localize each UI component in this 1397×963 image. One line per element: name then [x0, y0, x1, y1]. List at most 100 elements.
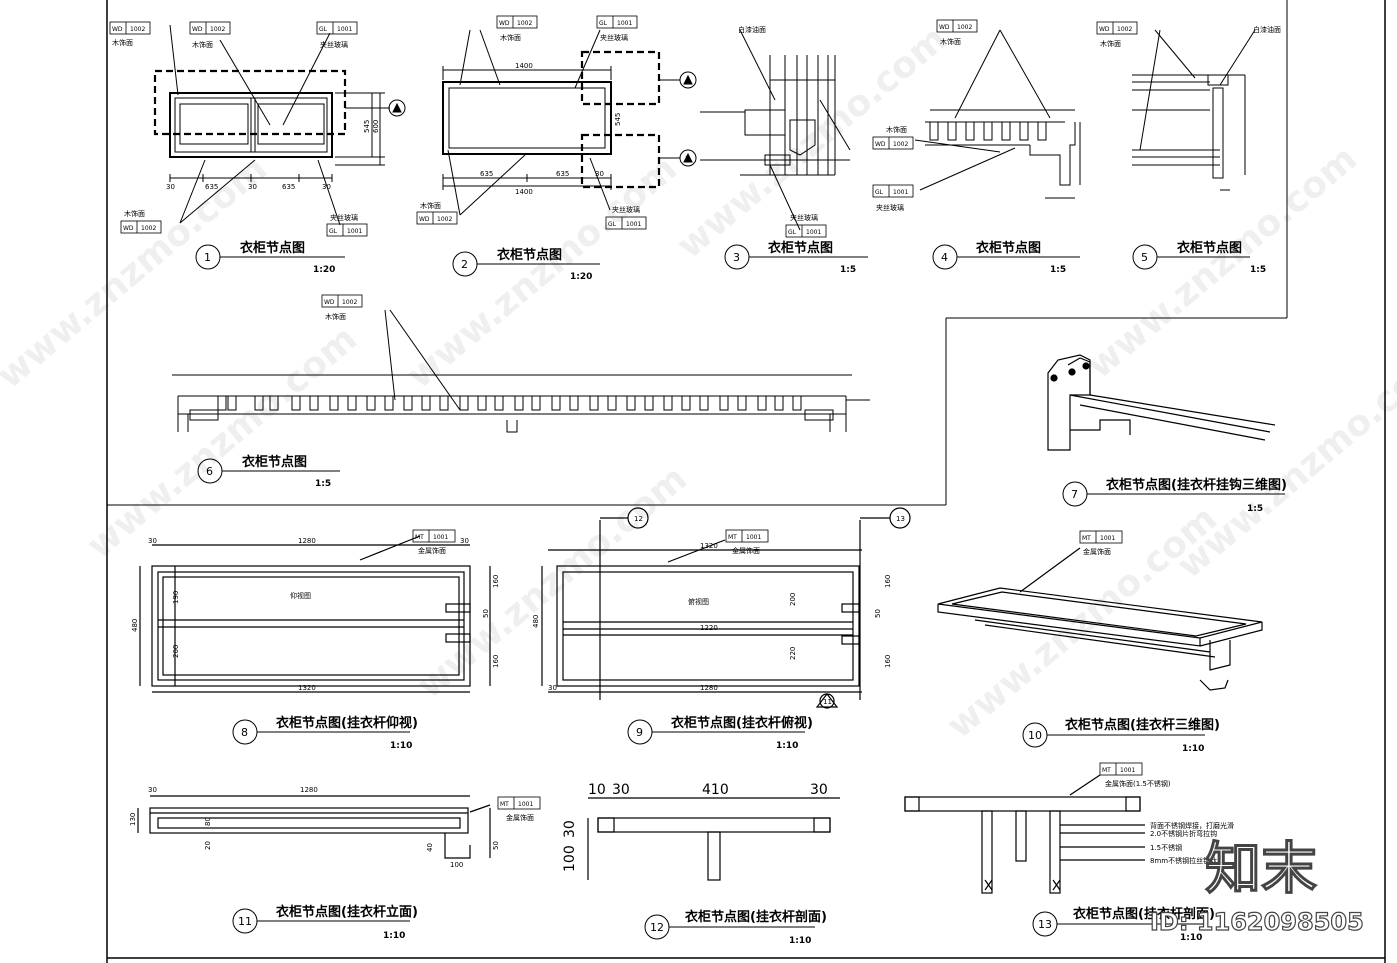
- material-tag-code: MT: [1082, 535, 1091, 542]
- view-number: 1: [204, 251, 211, 264]
- view-4-detail: [914, 29, 1081, 199]
- view-title: 衣柜节点图: [1177, 240, 1242, 256]
- section-ref: 12: [634, 515, 643, 523]
- view-title: 衣柜节点图: [497, 247, 562, 263]
- view-12-labels: 10 30 410 30 30 100: [562, 782, 828, 872]
- view-number: 6: [206, 465, 213, 478]
- material-tag-num: 1002: [893, 141, 908, 148]
- material-tag-code: MT: [415, 534, 424, 541]
- view-number: 2: [461, 258, 468, 271]
- material-tag-num: 1001: [518, 801, 533, 808]
- sheet-frame: [106, 0, 1386, 963]
- dim-text: 30: [148, 537, 157, 545]
- material-label: 夹丝玻璃: [612, 205, 640, 214]
- material-tag-code: WD: [1099, 26, 1110, 33]
- dim-text: 545: [363, 120, 371, 133]
- view-title: 衣柜节点图(挂衣杆仰视): [276, 715, 418, 731]
- dim-text: 200: [172, 645, 180, 658]
- material-tag-code: MT: [500, 801, 509, 808]
- dim-text: 160: [884, 655, 892, 668]
- section-ref: 11: [823, 698, 832, 706]
- material-label: 金属饰面: [418, 546, 446, 555]
- view-5-labels: WD 1002 木饰面 白漆油面: [1096, 21, 1281, 48]
- watermark-site: www.znzmo.com: [399, 148, 684, 397]
- material-tag-code: GL: [329, 228, 338, 235]
- view-title-labels: 1 衣柜节点图 1:20 2 衣柜节点图 1:20 3 衣柜节点图 1:5 4 …: [204, 240, 1287, 946]
- material-tag-code: GL: [319, 26, 328, 33]
- material-tag-num: 1002: [957, 24, 972, 31]
- watermark-site: www.znzmo.com: [1169, 338, 1397, 587]
- view-scale: 1:5: [1247, 504, 1263, 514]
- view-title: 衣柜节点图(挂衣杆立面): [276, 904, 418, 920]
- dim-text: 10: [588, 782, 606, 798]
- dim-text: 220: [789, 647, 797, 660]
- view-13-section: [904, 774, 1145, 894]
- note-text: 2.0不锈钢片折弯拉钩: [1150, 829, 1217, 838]
- view-title: 衣柜节点图: [976, 240, 1041, 256]
- material-label: 白漆油面: [1253, 25, 1281, 34]
- material-label: 木饰面: [124, 209, 145, 218]
- material-tag-code: WD: [112, 26, 123, 33]
- dim-text: 635: [556, 170, 569, 178]
- material-label: 木饰面: [886, 125, 907, 134]
- note-text: 背面不锈钢焊接，打磨光滑: [1150, 821, 1234, 830]
- material-tag-num: 1001: [347, 228, 362, 235]
- view-scale: 1:10: [390, 741, 412, 751]
- material-tag-num: 1001: [337, 26, 352, 33]
- view-5-detail: [1132, 29, 1256, 191]
- view-scale: 1:5: [1050, 265, 1066, 275]
- view-7-3d: [1047, 354, 1276, 451]
- material-label: 夹丝玻璃: [320, 40, 348, 49]
- dim-text: 30: [810, 782, 828, 798]
- view-13-labels: MT 1001 金属饰面(1.5不锈钢) 背面不锈钢焊接，打磨光滑 2.0不锈钢…: [1099, 762, 1234, 865]
- dim-text: 50: [874, 609, 882, 618]
- brand-id-text: ID: 1162098505: [1150, 908, 1364, 936]
- material-tag-num: 1001: [746, 534, 761, 541]
- dim-text: 1280: [700, 684, 718, 692]
- dim-text: 20: [204, 841, 212, 850]
- dim-text: 30: [460, 537, 469, 545]
- view-2-plan: [442, 29, 697, 216]
- view-9-labels: 俯视图 1320 1220 1280 30 480 200 220 160 50…: [532, 515, 905, 706]
- section-ref: 13: [896, 515, 905, 523]
- watermark-layer: www.znzmo.com www.znzmo.com www.znzmo.co…: [0, 18, 1397, 747]
- material-tag-code: WD: [499, 20, 510, 27]
- material-label: 木饰面: [112, 38, 133, 47]
- material-label: 金属饰面(1.5不锈钢): [1105, 779, 1171, 788]
- material-label: 木饰面: [940, 37, 961, 46]
- view-scale: 1:10: [776, 741, 798, 751]
- view-12-section: [587, 797, 840, 881]
- view-10-labels: MT 1001 金属饰面: [1079, 530, 1123, 556]
- material-tag-code: WD: [419, 216, 430, 223]
- watermark-site: www.znzmo.com: [409, 458, 694, 707]
- dim-text: 30: [595, 170, 604, 178]
- material-tag-code: GL: [608, 221, 617, 228]
- view-scale: 1:5: [1250, 265, 1266, 275]
- view-6-labels: WD 1002 木饰面: [321, 294, 363, 321]
- material-tag-code: WD: [939, 24, 950, 31]
- material-label: 夹丝玻璃: [600, 33, 628, 42]
- view-1-labels: WD 1002 木饰面 WD 1002 木饰面 GL 1001 夹丝玻璃 30 …: [109, 21, 380, 237]
- material-tag-code: WD: [192, 26, 203, 33]
- view-title: 衣柜节点图: [768, 240, 833, 256]
- view-title: 衣柜节点图(挂衣杆三维图): [1065, 717, 1220, 733]
- dim-text: 30: [562, 820, 578, 838]
- view-3-labels: 白漆油面 夹丝玻璃 GL 1001: [738, 25, 827, 238]
- dim-text: 50: [482, 609, 490, 618]
- dim-text: 1220: [700, 624, 718, 632]
- dim-text: 30: [612, 782, 630, 798]
- material-tag-code: GL: [788, 229, 797, 236]
- view-11-labels: 1280 30 130 80 20 40 100 50 MT 1001 金属饰面: [129, 786, 541, 869]
- material-tag-num: 1002: [210, 26, 225, 33]
- note-text: 1.5不锈钢: [1150, 843, 1182, 852]
- inner-label: 仰视图: [290, 591, 311, 600]
- dim-text: 480: [131, 619, 139, 632]
- dim-text: 545: [614, 113, 622, 126]
- material-label: 木饰面: [325, 312, 346, 321]
- view-4-slats: [929, 121, 1047, 141]
- view-number: 9: [636, 726, 643, 739]
- dim-text: 480: [532, 615, 540, 628]
- dim-text: 410: [702, 782, 729, 798]
- material-label: 金属饰面: [506, 813, 534, 822]
- dim-text: 1280: [298, 537, 316, 545]
